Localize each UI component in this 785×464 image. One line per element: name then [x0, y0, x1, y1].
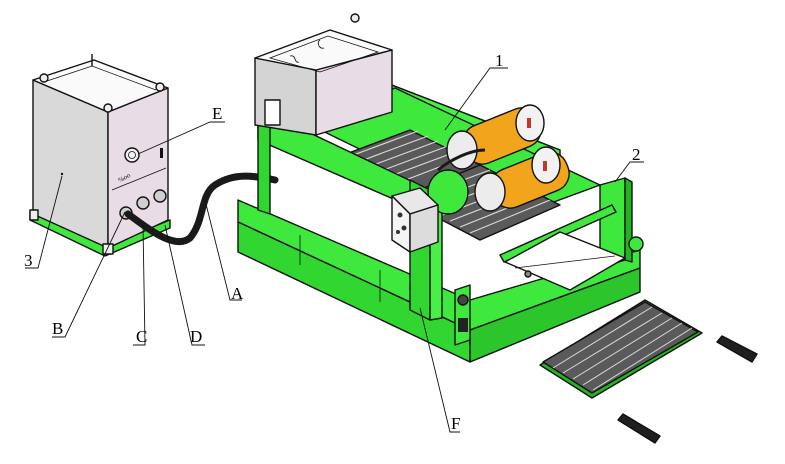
cable-hose: [124, 172, 279, 246]
label-D: D: [164, 224, 205, 346]
label-3: 3: [24, 175, 63, 270]
label-1-text: 1: [495, 51, 504, 70]
feeder-tank: [254, 13, 393, 136]
label-1: 1: [444, 51, 508, 131]
label-C: C: [133, 224, 147, 346]
label-F: F: [419, 307, 460, 433]
label-B: B: [52, 211, 126, 338]
vibration-motors: [427, 104, 570, 215]
label-2: 2: [614, 145, 644, 183]
label-E-text: E: [212, 104, 222, 123]
label-2-text: 2: [632, 145, 641, 164]
label-E: E: [137, 104, 225, 155]
label-3-text: 3: [24, 251, 33, 270]
wedge-block-2: [617, 413, 661, 444]
control-box: %oo: [29, 54, 171, 257]
junction-box: [391, 187, 439, 253]
label-B-text: B: [52, 319, 63, 338]
label-A-text: A: [231, 284, 244, 303]
label-F-text: F: [451, 414, 460, 433]
wedge-block-1: [716, 335, 758, 363]
label-A: A: [204, 199, 244, 303]
spare-screen-panel: [539, 299, 703, 399]
label-D-text: D: [190, 327, 202, 346]
label-C-text: C: [136, 327, 147, 346]
